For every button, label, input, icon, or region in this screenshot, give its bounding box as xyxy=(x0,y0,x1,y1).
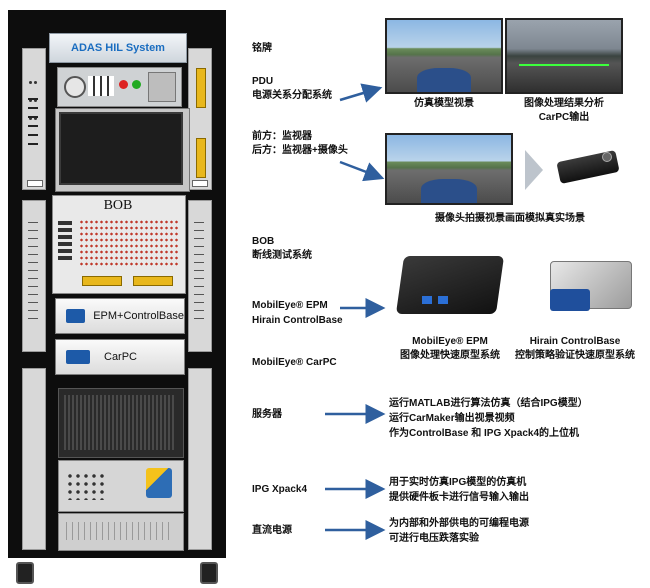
caption-sim-view: 仿真模型视景 xyxy=(414,98,474,109)
xpack-connectors xyxy=(66,472,106,500)
front-monitor-screen xyxy=(59,112,183,185)
caption-camera-scene: 摄像头拍摄视景画面模拟真实场景 xyxy=(435,213,585,224)
brand-logo-icon xyxy=(66,350,90,364)
carpc-unit: CarPC xyxy=(55,339,185,375)
server-front-grille xyxy=(64,395,176,450)
rack-title: ADAS HIL System xyxy=(71,42,165,54)
label-bob-line2: 断线测试系统 xyxy=(252,250,312,261)
label-carpc: MobilEye® CarPC xyxy=(252,357,337,368)
label-mobileye-line2: Hirain ControlBase xyxy=(252,315,343,326)
caption-epm-line2: 图像处理快速原型系统 xyxy=(400,350,500,361)
label-pdu-line2: 电源关系分配系统 xyxy=(252,90,332,101)
camera-monitor-screenshot xyxy=(385,133,513,205)
label-xpack: IPG Xpack4 xyxy=(252,484,308,495)
label-pdu-line1: PDU xyxy=(252,76,274,87)
left-rail-connectors xyxy=(28,98,38,148)
caption-controlbase-line2: 控制策略验证快速原型系统 xyxy=(515,350,635,361)
arrow-pdu-to-sim xyxy=(339,83,383,103)
pdu-breakers xyxy=(88,76,114,96)
pdu-indicator-green xyxy=(132,80,141,89)
image-analysis-screenshot xyxy=(505,18,623,94)
right-rail-yellow-switch-upper xyxy=(196,68,206,108)
brand-logo-icon xyxy=(66,309,86,323)
carpc-unit-label: CarPC xyxy=(104,351,138,363)
epm-device-picture xyxy=(392,240,510,332)
camera-device-picture xyxy=(552,150,622,190)
pdu-main-switch xyxy=(64,76,86,98)
epm-unit-label: EPM+ControlBase xyxy=(93,310,184,322)
ipg-logo-icon xyxy=(146,468,172,498)
arrow-monitor-to-camera xyxy=(339,160,385,182)
caption-controlbase-line1: Hirain ControlBase xyxy=(529,336,621,347)
desc-server-line2: 运行CarMaker输出视景视频 xyxy=(389,413,515,424)
rack-nameplate: ADAS HIL System xyxy=(49,33,187,63)
caption-image-analysis-line1: 图像处理结果分析 xyxy=(524,98,604,109)
caption-image-analysis-line2: CarPC输出 xyxy=(538,112,590,123)
right-rail-yellow-switch-lower xyxy=(196,138,206,178)
label-nameplate: 铭牌 xyxy=(252,43,272,54)
desc-xpack-line2: 提供硬件板卡进行信号输入输出 xyxy=(389,492,529,503)
bob-yellow-terminal-left xyxy=(82,276,122,286)
right-rail-vent xyxy=(194,222,204,322)
pdu-emergency-stop xyxy=(119,80,128,89)
caster-wheel-right xyxy=(200,562,218,584)
right-rail-lower xyxy=(188,368,212,550)
desc-server-line1: 运行MATLAB进行算法仿真（结合IPG模型） xyxy=(389,398,588,409)
desc-xpack-line1: 用于实时仿真IPG模型的仿真机 xyxy=(389,477,527,488)
label-bob-line1: BOB xyxy=(252,236,275,247)
label-monitor-line1: 前方：监视器 xyxy=(252,131,312,142)
epm-controlbase-unit: EPM+ControlBase xyxy=(55,298,185,334)
left-rail-vent xyxy=(28,222,38,322)
desc-dc-line2: 可进行电压跌落实验 xyxy=(389,533,479,544)
controlbase-device-picture xyxy=(540,243,640,327)
dc-power-vent xyxy=(66,522,174,540)
caption-epm-line1: MobilEye® EPM xyxy=(412,336,488,347)
desc-server-line3: 作为ControlBase 和 IPG Xpack4的上位机 xyxy=(389,428,580,439)
pdu-module xyxy=(148,72,176,102)
left-rail-lower xyxy=(22,368,46,550)
sim-view-screenshot xyxy=(385,18,503,94)
bob-switch-column xyxy=(58,218,72,270)
label-dc-power: 直流电源 xyxy=(252,525,292,536)
bob-yellow-terminal-right xyxy=(133,276,173,286)
bob-jack-matrix xyxy=(79,220,179,270)
left-rail-tag xyxy=(27,180,43,187)
desc-dc-line1: 为内部和外部供电的可编程电源 xyxy=(389,518,529,529)
label-mobileye-line1: MobilEye® EPM xyxy=(252,300,328,311)
caster-wheel-left xyxy=(16,562,34,584)
label-monitor-line2: 后方：监视器+摄像头 xyxy=(252,145,348,156)
bob-panel-title: BOB xyxy=(103,198,133,213)
label-server: 服务器 xyxy=(252,409,282,420)
right-rail-tag xyxy=(192,180,208,187)
chevron-right-icon xyxy=(525,150,543,190)
